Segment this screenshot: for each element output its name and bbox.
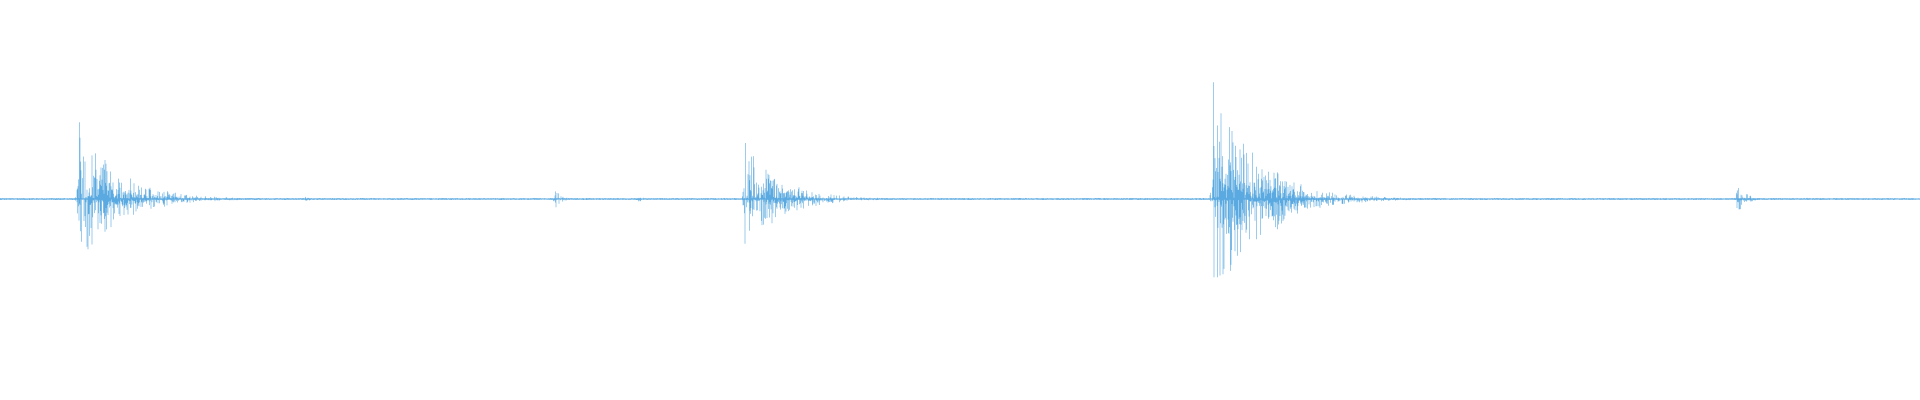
waveform-trace (0, 82, 1920, 278)
waveform-samples (0, 82, 1920, 278)
